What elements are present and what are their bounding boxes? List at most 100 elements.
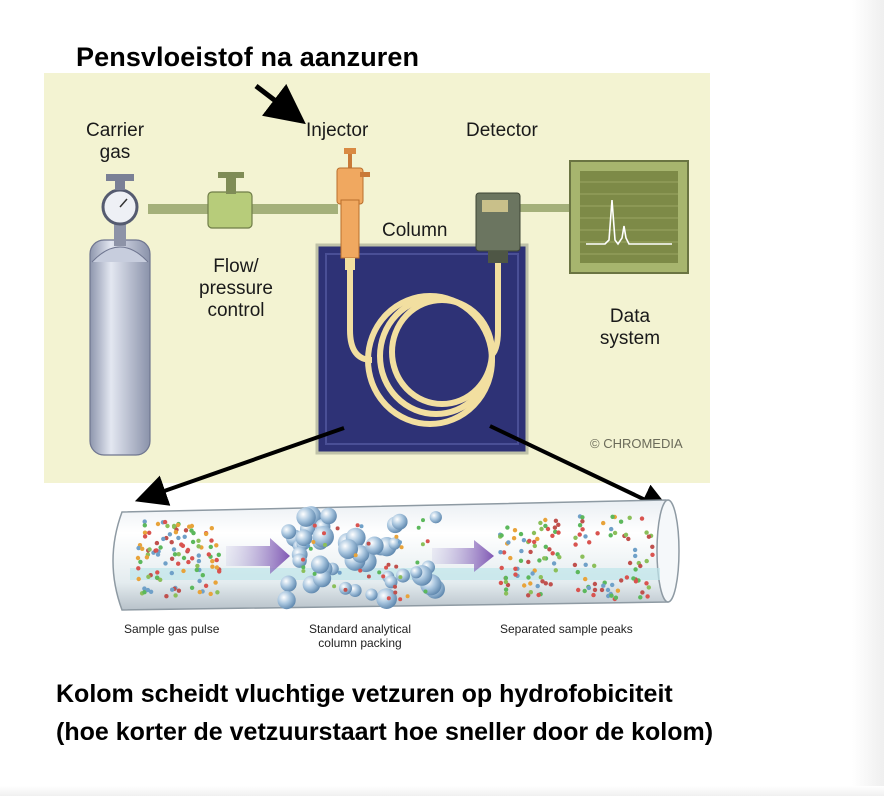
molecule-dot <box>301 565 306 570</box>
molecule-dot <box>591 592 596 598</box>
molecule-dot <box>138 559 143 565</box>
molecule-dot <box>633 579 639 584</box>
molecule-dot <box>386 562 391 567</box>
molecule-dot <box>601 520 606 526</box>
label-data-system: Data system <box>599 306 661 349</box>
molecule-dot <box>398 575 403 580</box>
packing-bead <box>281 524 297 540</box>
molecule-dot <box>175 522 181 528</box>
molecule-dot <box>528 590 533 595</box>
molecule-dot <box>142 590 147 595</box>
molecule-dot <box>189 585 195 590</box>
molecule-dot <box>196 558 202 564</box>
packing-bead <box>320 507 337 525</box>
molecule-dot <box>154 548 159 553</box>
molecule-dot <box>355 523 360 528</box>
molecule-dot <box>147 547 152 552</box>
molecule-dot <box>526 593 531 598</box>
molecule-dot <box>556 522 561 527</box>
molecule-dot <box>610 514 615 519</box>
molecule-dot <box>632 547 638 553</box>
molecule-dot <box>518 531 524 537</box>
molecule-dot <box>405 594 410 599</box>
molecule-dot <box>196 538 201 543</box>
molecule-dot <box>575 569 580 575</box>
page-bottom-shadow <box>0 786 884 796</box>
packing-bead <box>310 555 330 574</box>
molecule-dot <box>173 530 179 535</box>
molecule-dot <box>528 581 533 586</box>
caption-line-1: Kolom scheidt vluchtige vetzuren op hydr… <box>56 680 673 708</box>
molecule-dot <box>140 546 145 551</box>
molecule-dot <box>639 516 645 521</box>
molecule-dot <box>191 530 196 536</box>
column-cross-section <box>112 499 680 611</box>
molecule-dot <box>609 593 614 598</box>
molecule-dot <box>135 555 141 561</box>
molecule-dot <box>209 526 214 531</box>
molecule-dot <box>312 571 317 576</box>
molecule-dot <box>535 536 540 542</box>
molecule-dot <box>586 585 592 591</box>
molecule-dot <box>553 518 559 523</box>
chromatogram-peaks <box>586 199 672 246</box>
gas-lines <box>148 204 572 214</box>
molecule-dot <box>155 570 160 575</box>
molecule-dot <box>499 533 504 538</box>
molecule-dot <box>182 534 187 539</box>
molecule-dot <box>530 571 535 576</box>
molecule-dot <box>627 515 632 520</box>
molecule-dot <box>148 589 154 594</box>
molecule-dot <box>210 564 215 569</box>
molecule-dot <box>172 552 178 557</box>
molecule-dot <box>582 588 587 594</box>
molecule-dot <box>416 525 421 530</box>
molecule-dot <box>543 517 548 523</box>
molecule-dot <box>573 542 578 547</box>
molecule-dot <box>606 593 611 599</box>
molecule-dot <box>144 555 150 560</box>
molecule-dot <box>573 535 578 540</box>
molecule-dot <box>308 546 313 551</box>
molecule-dot <box>592 563 597 568</box>
molecule-dot <box>386 596 391 601</box>
molecule-dot <box>633 567 638 572</box>
molecule-dot <box>631 576 636 581</box>
molecule-dot <box>527 538 532 544</box>
molecule-dot <box>505 525 510 530</box>
molecule-dot <box>543 544 548 549</box>
molecule-dot <box>599 587 605 593</box>
molecule-dot <box>142 519 147 524</box>
molecule-dot <box>190 556 195 561</box>
molecule-dot <box>214 543 219 548</box>
molecule-dot <box>519 548 524 554</box>
molecule-dot <box>425 539 430 544</box>
molecule-dot <box>337 570 342 575</box>
molecule-dot <box>557 555 562 560</box>
label-detector: Detector <box>466 120 538 141</box>
molecule-dot <box>498 580 504 586</box>
molecule-dot <box>505 582 511 588</box>
molecule-dot <box>170 587 175 592</box>
molecule-dot <box>498 550 503 555</box>
molecule-dot <box>169 570 174 576</box>
molecule-dot <box>531 530 537 536</box>
molecule-dot <box>217 569 222 574</box>
molecule-dot <box>208 591 213 597</box>
molecule-dot <box>343 587 348 592</box>
molecule-dot <box>214 565 220 570</box>
molecule-dot <box>169 556 175 561</box>
molecule-dot <box>553 529 558 534</box>
label-flow-control: Flow/ pressure control <box>199 256 273 321</box>
molecule-dot <box>518 558 524 563</box>
molecule-dot <box>538 520 543 526</box>
separated-molecules <box>498 514 655 602</box>
molecule-dot <box>501 550 507 555</box>
flow-control-icon <box>207 172 253 229</box>
molecule-dot <box>506 540 511 545</box>
molecule-dot <box>154 540 160 546</box>
carrier-gas-cylinder-icon <box>89 174 151 456</box>
molecule-dot <box>335 526 340 531</box>
